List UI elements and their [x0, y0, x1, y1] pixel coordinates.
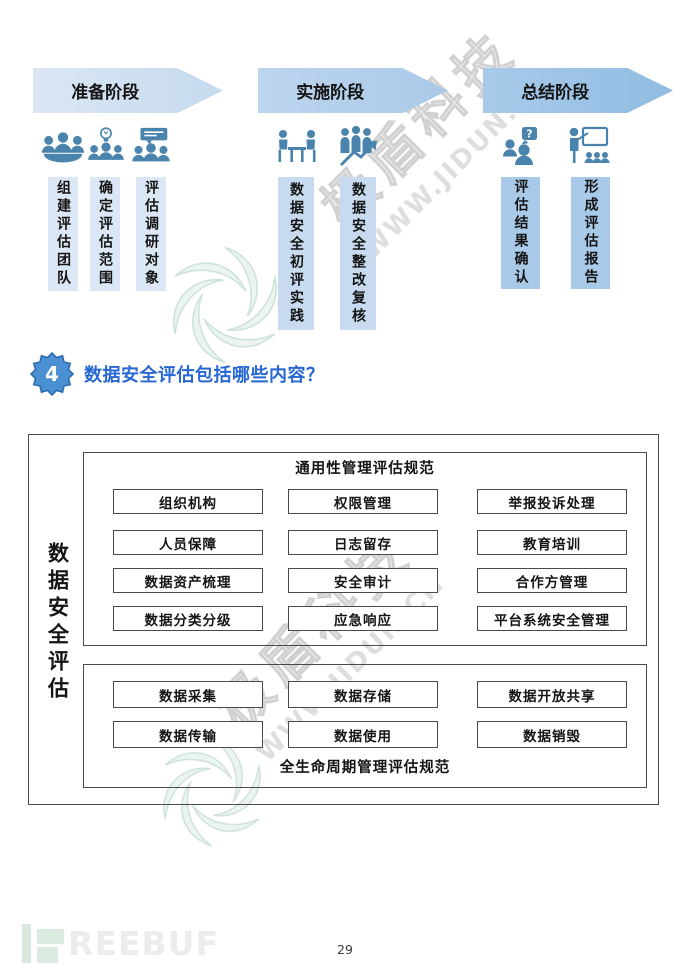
diagram-item: 安全审计 — [288, 568, 438, 593]
general-spec-title: 通用性管理评估规范 — [295, 460, 435, 477]
diagram-item: 平台系统安全管理 — [477, 606, 627, 631]
phase-label: 准备阶段 — [71, 83, 140, 103]
diagram-item: 日志留存 — [288, 530, 438, 555]
diagram-item: 组织机构 — [113, 489, 263, 514]
freebuf-logo-text: REEBUF — [68, 924, 219, 963]
diagram-item: 数据销毁 — [477, 721, 627, 748]
phase-step-box: 数据安全初评实践 — [278, 177, 314, 330]
whiteboard-presenter-icon — [564, 124, 612, 172]
diagram-item: 数据采集 — [113, 681, 263, 708]
phase-arrow-preparation: 准备阶段 — [33, 68, 223, 113]
diagram-item: 数据传输 — [113, 721, 263, 748]
meeting-table-icon — [40, 124, 86, 172]
interview-table-icon — [272, 124, 322, 172]
lifecycle-spec-group-frame — [83, 664, 647, 788]
phase-step-box: 确定评估范围 — [90, 177, 120, 291]
phase-step-box: 评估调研对象 — [136, 177, 166, 291]
freebuf-logo-bar — [22, 924, 31, 963]
growth-arrow-people-icon — [332, 124, 384, 172]
lifecycle-spec-title: 全生命周期管理评估规范 — [279, 759, 451, 776]
phase-step-label: 数据安全整改复核 — [350, 181, 366, 326]
phase-arrow-summary: 总结阶段 — [483, 68, 673, 113]
page-number: 29 — [337, 942, 353, 957]
general-spec-group-frame — [83, 452, 647, 646]
diagram-item: 应急响应 — [288, 606, 438, 631]
diagram-item: 数据分类分级 — [113, 606, 263, 631]
diagram-item: 数据开放共享 — [477, 681, 627, 708]
diagram-item: 举报投诉处理 — [477, 489, 627, 514]
diagram-item: 数据存储 — [288, 681, 438, 708]
phase-arrow-implementation: 实施阶段 — [258, 68, 448, 113]
freebuf-logo: REEBUF — [22, 924, 219, 964]
seal-star-icon — [29, 351, 75, 397]
question-people-icon: ? — [497, 124, 545, 172]
phase-step-box: 组建评估团队 — [48, 177, 78, 291]
phase-label: 总结阶段 — [521, 83, 590, 103]
phase-step-label: 组建评估团队 — [55, 180, 71, 288]
phase-label: 实施阶段 — [296, 83, 365, 103]
phase-step-label: 评估结果确认 — [512, 179, 529, 287]
assessment-diagram-frame — [28, 434, 659, 805]
phase-step-box: 形成评估报告 — [571, 177, 610, 289]
idea-people-icon — [84, 124, 128, 172]
briefing-board-people-icon — [128, 124, 174, 172]
diagram-item: 数据使用 — [288, 721, 438, 748]
diagram-item: 合作方管理 — [477, 568, 627, 593]
section-number-badge: 4 — [29, 351, 75, 397]
phase-step-label: 评估调研对象 — [143, 180, 159, 288]
diagram-item: 人员保障 — [113, 530, 263, 555]
section-number: 4 — [45, 362, 59, 386]
phase-step-box: 评估结果确认 — [501, 177, 540, 289]
phase-step-label: 形成评估报告 — [582, 179, 599, 287]
section-title: 数据安全评估包括哪些内容？ — [84, 365, 325, 386]
svg-text:?: ? — [526, 127, 532, 140]
diagram-item: 数据资产梳理 — [113, 568, 263, 593]
diagram-item: 权限管理 — [288, 489, 438, 514]
diagram-side-label: 数据安全评估 — [45, 542, 70, 704]
diagram-item: 教育培训 — [477, 530, 627, 555]
phase-step-label: 数据安全初评实践 — [288, 181, 304, 326]
phase-step-label: 确定评估范围 — [97, 180, 113, 288]
freebuf-logo-f-icon — [37, 929, 64, 963]
phase-step-box: 数据安全整改复核 — [340, 177, 376, 330]
